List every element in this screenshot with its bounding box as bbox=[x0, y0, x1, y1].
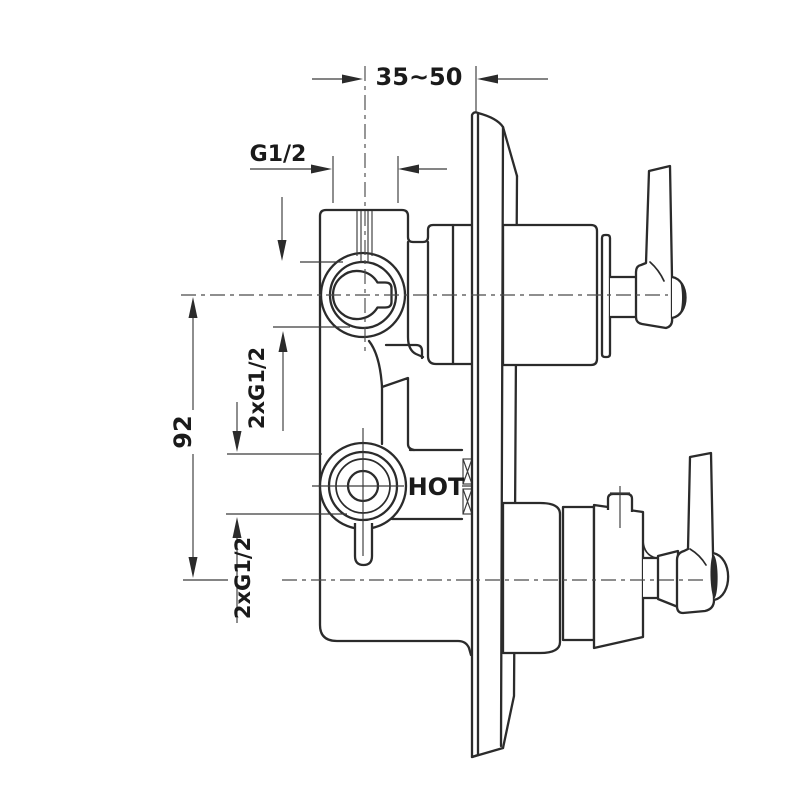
lower-housing bbox=[501, 486, 680, 655]
wall-plate bbox=[470, 111, 519, 759]
dimension-annotations bbox=[183, 66, 548, 623]
boss-step-mid bbox=[426, 240, 473, 366]
upper-handle-lever bbox=[634, 164, 674, 330]
lower-ports-thread-label: 2xG1/2 bbox=[231, 537, 255, 619]
dimension-labels: 35~50 G1/2 2xG1/2 92 2xG1/2 HOT bbox=[169, 63, 465, 619]
upper-handle bbox=[634, 164, 687, 330]
hot-inlet-label: HOT bbox=[408, 473, 465, 501]
boss-step-outer bbox=[406, 240, 425, 359]
centerlines bbox=[181, 66, 706, 581]
upper-stem-ring bbox=[600, 233, 612, 359]
lower-handle bbox=[675, 451, 730, 615]
lower-stem bbox=[641, 556, 660, 600]
top-thread-label: G1/2 bbox=[250, 142, 307, 167]
upper-stem bbox=[608, 275, 638, 319]
lower-handle-lever bbox=[675, 451, 716, 615]
lower-drum bbox=[592, 503, 645, 650]
center-distance-label: 92 bbox=[169, 415, 197, 448]
lower-collar bbox=[656, 549, 680, 609]
upper-ports-thread-label: 2xG1/2 bbox=[245, 347, 269, 429]
upper-cap-shade bbox=[679, 280, 686, 315]
depth-range-label: 35~50 bbox=[376, 63, 463, 91]
lower-cap-shade bbox=[710, 554, 718, 599]
